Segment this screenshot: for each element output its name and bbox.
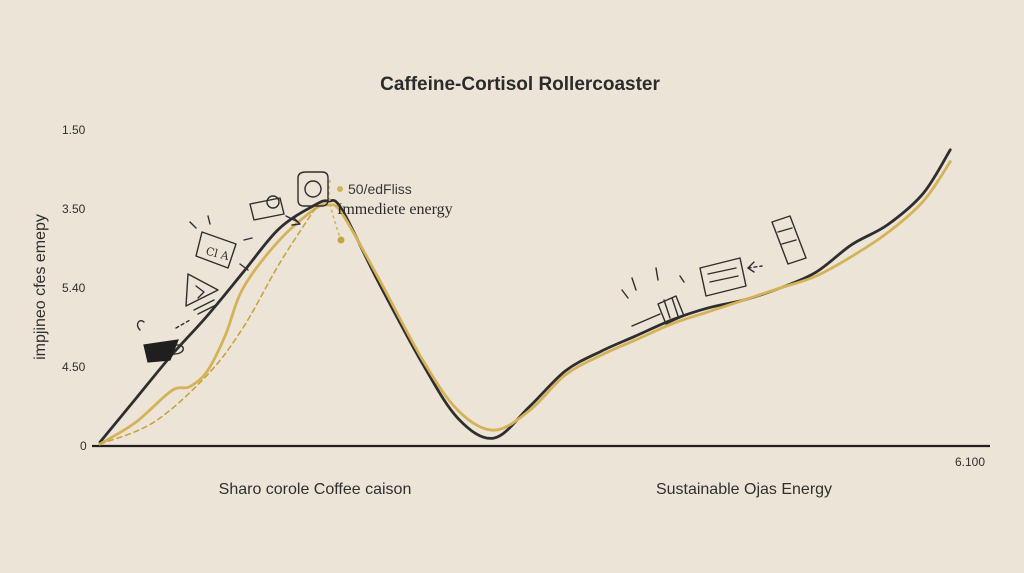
- y-tick-label: 1.50: [62, 123, 86, 137]
- y-tick-label: 3.50: [62, 202, 86, 216]
- screen-icon: [699, 257, 763, 297]
- y-tick-label: 5.40: [62, 281, 86, 295]
- phone-icon: [771, 215, 807, 265]
- x-tick-label: 6.100: [955, 455, 985, 469]
- series-line-2: [99, 208, 316, 445]
- camera-icon: [249, 195, 301, 226]
- y-tick-label: 4.50: [62, 360, 86, 374]
- peak-annotation-main: Immediete energy: [337, 201, 453, 218]
- arrow-icon: [175, 319, 191, 329]
- coffee-cup-icon: [136, 320, 184, 363]
- peak-marker: [337, 236, 345, 244]
- battery-icon: [621, 267, 685, 327]
- warning-sign-icon: [185, 273, 219, 315]
- stopwatch-icon: [297, 171, 329, 207]
- series-line-1: [98, 160, 952, 446]
- svg-text:Cl A: Cl A: [204, 245, 231, 264]
- peak-connector-line: [328, 179, 341, 239]
- region-label-sustainable: Sustainable Ojas Energy: [656, 481, 832, 498]
- annotation-dot: [337, 186, 343, 192]
- chart-title: Caffeine-Cortisol Rollercoaster: [380, 74, 660, 95]
- ticket-icon: Cl A: [189, 215, 253, 271]
- y-tick-label: 0: [80, 439, 87, 453]
- peak-annotation-small: 50/edFliss: [348, 181, 412, 197]
- series-layer: [98, 148, 952, 446]
- series-line-0: [98, 148, 952, 444]
- y-axis-title: impjineo cfes emepy: [32, 214, 49, 360]
- region-label-coffee: Sharo corole Coffee caison: [219, 481, 412, 498]
